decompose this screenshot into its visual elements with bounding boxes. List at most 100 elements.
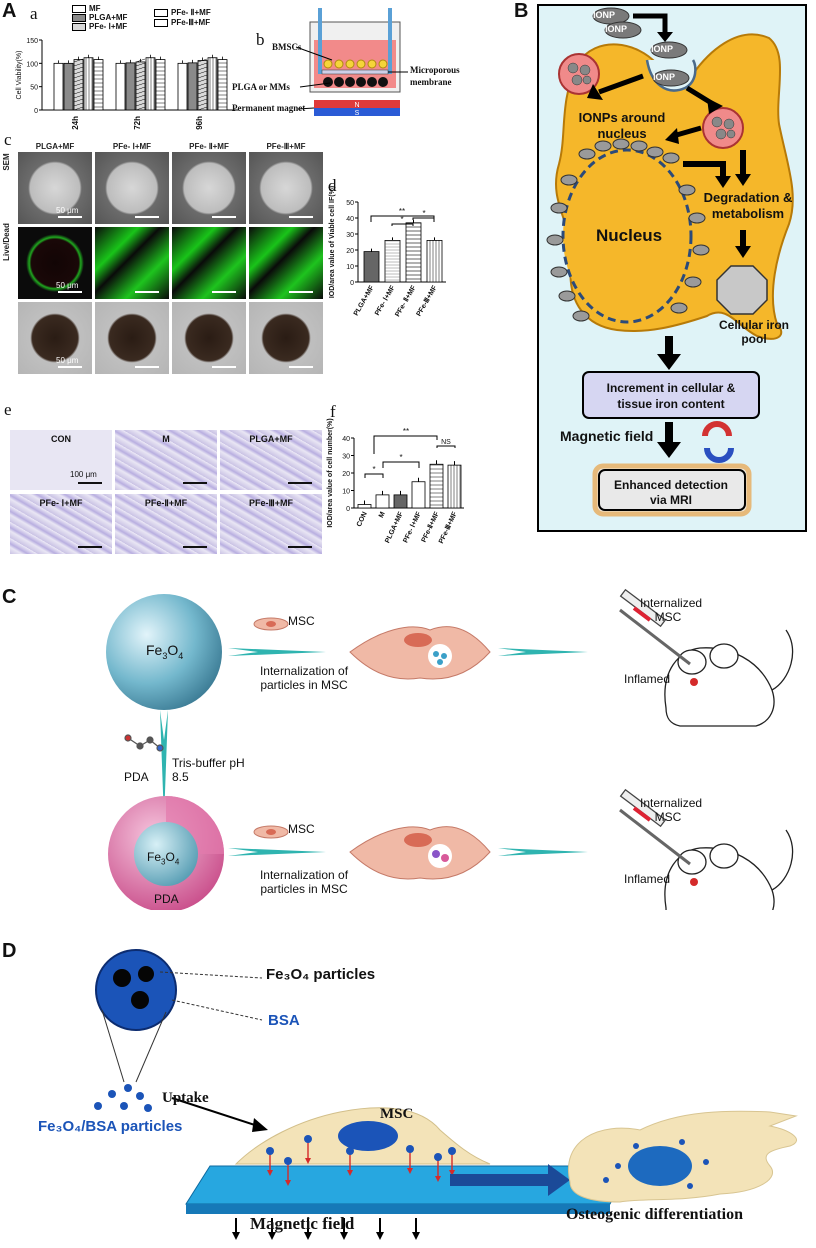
scale-label: 50 μm [56,356,79,365]
scale-bar [288,546,312,548]
panel-b-letter: B [514,0,529,22]
red-uptake-arrowhead [435,1176,441,1182]
chart-f-xtick-label: CON [356,511,369,528]
chart-d-ytick-label: 10 [346,264,354,271]
panel-c-letter: C [2,586,17,608]
panel-a-letter: A [2,0,17,22]
micrograph-row-label: Live/Dead [2,223,11,261]
inflamed-label-top: Inflamed [624,672,671,686]
stained-tile: M [115,430,217,490]
bmsc-cell [334,59,344,69]
internalization-label-bottom: Internalization of particles in MSC [259,868,349,896]
stained-tile-label: PFe-Ⅱ+MF [144,498,188,508]
chart-a-hatch [197,62,208,67]
field-arrowhead [412,1232,420,1240]
stained-tile: PFe- Ⅰ+MF [10,494,112,554]
chart-a-legend-swatch [154,18,168,27]
chart-d-ytick-label: 30 [346,232,354,239]
chart-d-bar [363,251,380,283]
chart-a-bar [145,57,156,111]
chart-a-bar [135,61,146,111]
micrograph-tile [172,152,246,224]
enhanced-mri-label: Enhanced detection via MRI [613,478,729,507]
chart-a-bar [207,57,218,111]
chart-a-legend-swatch [154,8,168,17]
chart-f-sig-label: NS [441,439,451,446]
bsa-label: BSA [268,1012,300,1029]
magnetic-field-label-b: Magnetic field [560,428,654,444]
chart-a-hatch [197,102,208,107]
panel-a-d-letter: d [328,176,337,195]
chart-f-ylabel: IOD/area value of cell number(%) [327,418,334,527]
chart-a-hatch [73,70,84,75]
chart-d-xtick-label: PFe-Ⅲ+MF [415,283,439,317]
bsa-particle [304,1135,312,1143]
microsphere [334,77,344,87]
chart-a-legend-item: PFe-Ⅲ+MF [154,18,210,27]
scale-bar [135,291,159,293]
chart-a-hatch [197,82,208,87]
chart-f-bar [357,504,372,509]
chart-a-hatch [197,90,208,95]
scale-bar [183,546,207,548]
ionp-label-3: IONP [651,44,674,54]
ionp-particle [594,140,612,152]
chart-d-sig-bracket [391,223,414,226]
chart-a-legend-item: PFe- Ⅰ+MF [72,22,127,31]
scale-bar [212,216,236,218]
chart-a-ylabel: Cell Viability(%) [16,51,23,100]
panel-a-b-letter: b [256,30,265,49]
chart-a-hatch [73,58,84,63]
chart-f-xtick-label: PFe-Ⅱ+MF [420,510,441,544]
bmscs-label: BMSCs [272,42,302,52]
ionp-particle [578,148,596,160]
chart-a-hatch [135,102,146,107]
magnet-setup-diagram: N S [220,0,460,130]
micrograph-tile [95,302,169,374]
bmsc-cell [323,59,333,69]
chart-a-bar [197,60,208,111]
chart-d-xtick-label: PFe- Ⅱ+MF [393,283,418,318]
chart-a-hatch [73,66,84,71]
osteogenic-label: Osteogenic differentiation [566,1206,744,1223]
bmsc-cell [378,59,388,69]
chart-a-hatch [135,90,146,95]
ionp-particle [688,212,706,224]
chart-a-legend-label: PFe- Ⅱ+MF [171,8,211,17]
scale-bar [289,366,313,368]
ionp-label-1: IONP [593,10,616,20]
chart-f-ytick-label: 20 [342,471,350,478]
ionp-particle [670,302,688,314]
scale-bar [183,482,207,484]
chart-f-ytick-label: 30 [342,454,350,461]
ionps-around-nucleus-label: IONPs around nucleus [578,110,666,141]
micrograph-tile [172,227,246,299]
chart-a-hatch [197,98,208,103]
chart-a-legend-swatch [72,22,86,31]
bsa-particle [346,1147,354,1155]
chart-a-ytick-label: 50 [30,85,38,92]
chart-a-ytick-label: 150 [26,38,38,45]
pda-label-shell: PDA [154,892,179,906]
chart-f-ytick-label: 0 [346,506,350,513]
chart-a-hatch [197,78,208,83]
scale-bar [58,366,82,368]
chart-d-bar [384,240,401,283]
panel-a-f-letter: f [330,402,336,421]
red-uptake-arrowhead [267,1170,273,1176]
ionp-label-4: IONP [653,72,676,82]
chart-d-bar [426,240,443,283]
chart-a-hatch [135,62,146,67]
chart-a-legend-item: PFe- Ⅱ+MF [154,8,211,17]
microsphere [323,77,333,87]
chart-a-hatch [135,66,146,71]
msc-label-bottom: MSC [288,822,315,836]
tris-buffer-label: Tris-buffer pH 8.5 [172,756,245,784]
chart-f-sig-bracket [373,435,438,454]
chart-a-bar [187,62,198,111]
chart-a-bar [63,62,74,111]
red-uptake-arrowhead [285,1180,291,1186]
